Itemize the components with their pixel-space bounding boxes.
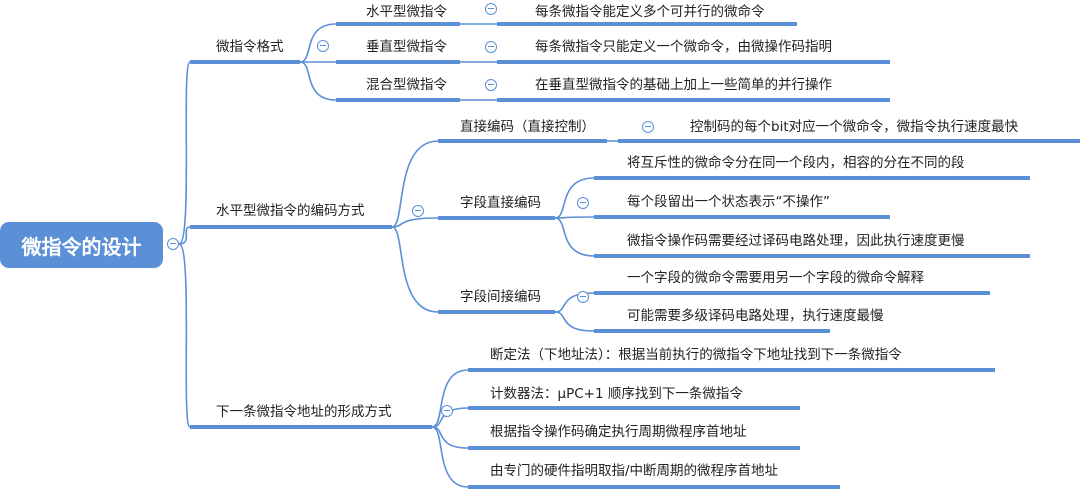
format-0-desc-underline <box>497 22 797 26</box>
address-method-1-underline <box>468 406 800 410</box>
format-1-desc[interactable]: 每条微指令只能定义一个微命令，由微操作码指明 <box>535 39 832 55</box>
encoding-0[interactable]: 直接编码（直接控制） <box>460 119 595 135</box>
connector <box>431 369 469 428</box>
connector <box>391 217 439 228</box>
encoding-1-desc-2[interactable]: 微指令操作码需要经过译码电路处理，因此执行速度更慢 <box>627 233 965 249</box>
address-method-3[interactable]: 由专门的硬件指明取指/中断周期的微程序首地址 <box>490 463 779 479</box>
collapse-format-2-icon[interactable] <box>485 79 497 91</box>
connector <box>431 426 469 488</box>
format-2-underline <box>336 98 460 102</box>
collapse-encoding-1-icon[interactable] <box>577 197 589 209</box>
connector <box>178 61 191 245</box>
format-0-underline <box>336 22 460 26</box>
address-method-2-underline <box>468 446 800 450</box>
collapse-format-1-icon[interactable] <box>485 41 497 53</box>
encoding-0-underline <box>438 139 607 143</box>
encoding-1-desc-0-underline <box>594 176 1030 180</box>
address-method-1[interactable]: 计数器法：μPC+1 顺序找到下一条微指令 <box>490 386 743 402</box>
format-0-desc[interactable]: 每条微指令能定义多个可并行的微命令 <box>535 4 765 20</box>
connector <box>178 226 191 245</box>
format-0[interactable]: 水平型微指令 <box>366 4 447 20</box>
format-2-desc-underline <box>497 98 890 102</box>
encoding-1-desc-2-underline <box>594 254 1030 258</box>
connector <box>391 140 439 228</box>
connector <box>178 243 191 428</box>
encoding-1-desc-0[interactable]: 将互斥性的微命令分在同一个段内，相容的分在不同的段 <box>627 155 965 171</box>
branch-0[interactable]: 微指令格式 <box>216 39 284 55</box>
encoding-1[interactable]: 字段直接编码 <box>460 195 541 211</box>
collapse-encoding-0-icon[interactable] <box>642 121 654 133</box>
collapse-format-0-icon[interactable] <box>485 3 497 15</box>
branch-0-underline <box>190 60 300 64</box>
branch-2[interactable]: 下一条微指令地址的形成方式 <box>216 404 392 420</box>
encoding-2[interactable]: 字段间接编码 <box>460 289 541 305</box>
branch-1[interactable]: 水平型微指令的编码方式 <box>216 203 365 219</box>
encoding-2-desc-1[interactable]: 可能需要多级译码电路处理，执行速度最慢 <box>627 308 884 324</box>
encoding-1-underline <box>438 216 555 220</box>
address-method-2[interactable]: 根据指令操作码确定执行周期微程序首地址 <box>490 424 747 440</box>
connector <box>299 23 337 63</box>
encoding-1-desc-1[interactable]: 每个段留出一个状态表示“不操作” <box>627 194 830 210</box>
encoding-0-desc-0-underline <box>618 139 1080 143</box>
format-1-desc-underline <box>497 60 890 64</box>
root-node[interactable]: 微指令的设计 <box>0 222 163 268</box>
address-method-0-underline <box>468 368 995 372</box>
connector <box>431 407 469 428</box>
format-1-underline <box>336 60 460 64</box>
encoding-2-underline <box>438 310 555 314</box>
connector <box>391 226 439 313</box>
collapse-branch-1-icon[interactable] <box>412 205 424 217</box>
encoding-0-desc-0[interactable]: 控制码的每个bit对应一个微命令，微指令执行速度最快 <box>690 119 1019 135</box>
address-method-0[interactable]: 断定法（下地址法）：根据当前执行的微指令下地址找到下一条微指令 <box>490 347 902 363</box>
encoding-2-desc-0-underline <box>594 291 990 295</box>
connector <box>554 217 595 257</box>
collapse-root-icon[interactable] <box>167 238 179 250</box>
connector <box>554 311 595 332</box>
format-2[interactable]: 混合型微指令 <box>366 77 447 93</box>
format-1[interactable]: 垂直型微指令 <box>366 39 447 55</box>
branch-2-underline <box>190 425 432 429</box>
branch-1-underline <box>190 225 392 229</box>
connector <box>554 216 595 219</box>
address-method-3-underline <box>468 485 840 489</box>
encoding-1-desc-1-underline <box>594 215 890 219</box>
connector <box>299 61 337 101</box>
collapse-branch-0-icon[interactable] <box>317 40 329 52</box>
encoding-2-desc-1-underline <box>594 329 830 333</box>
encoding-2-desc-0[interactable]: 一个字段的微命令需要用另一个字段的微命令解释 <box>627 270 924 286</box>
connector <box>554 177 595 219</box>
format-2-desc[interactable]: 在垂直型微指令的基础上加上一些简单的并行操作 <box>535 77 832 93</box>
collapse-encoding-2-icon[interactable] <box>577 291 589 303</box>
collapse-branch-2-icon[interactable] <box>441 405 453 417</box>
